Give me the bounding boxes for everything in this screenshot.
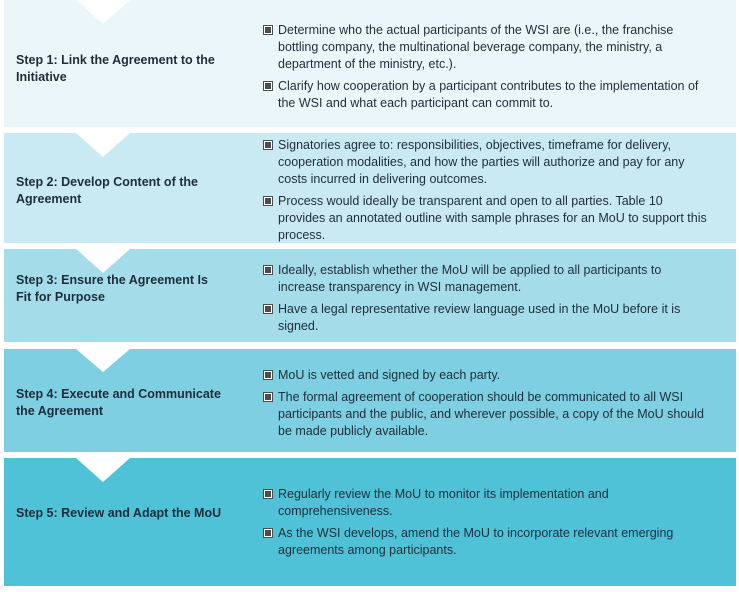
- step-1-title: Step 1: Link the Agreement to the Initia…: [16, 53, 215, 84]
- list-item: Determine who the actual participants of…: [263, 22, 712, 73]
- list-item: Clarify how cooperation by a participant…: [263, 78, 712, 112]
- step-2-title: Step 2: Develop Content of the Agreement: [16, 175, 198, 206]
- step-3-title: Step 3: Ensure the Agreement Is Fit for …: [16, 272, 231, 306]
- list-item: Signatories agree to: responsibilities, …: [263, 137, 712, 188]
- square-bullet-icon: [263, 140, 273, 150]
- list-item: Ideally, establish whether the MoU will …: [263, 262, 712, 296]
- square-bullet-icon: [263, 304, 273, 314]
- square-bullet-icon: [263, 81, 273, 91]
- square-bullet-icon: [263, 528, 273, 538]
- step-4-title: Step 4: Execute and Communicate the Agre…: [16, 387, 221, 418]
- step-2-bullets: Signatories agree to: responsibilities, …: [263, 137, 712, 249]
- list-item: Have a legal representative review langu…: [263, 301, 712, 335]
- list-item: As the WSI develops, amend the MoU to in…: [263, 525, 712, 559]
- step-3-bullets: Ideally, establish whether the MoU will …: [263, 262, 712, 340]
- square-bullet-icon: [263, 370, 273, 380]
- list-item: The formal agreement of cooperation shou…: [263, 389, 712, 440]
- list-item: MoU is vetted and signed by each party.: [263, 367, 712, 384]
- step-5-bullets: Regularly review the MoU to monitor its …: [263, 486, 712, 564]
- list-item: Regularly review the MoU to monitor its …: [263, 486, 712, 520]
- step-1-bullets: Determine who the actual participants of…: [263, 22, 712, 117]
- square-bullet-icon: [263, 265, 273, 275]
- square-bullet-icon: [263, 489, 273, 499]
- square-bullet-icon: [263, 25, 273, 35]
- step-4-bullets: MoU is vetted and signed by each party. …: [263, 367, 712, 445]
- square-bullet-icon: [263, 196, 273, 206]
- step-3-title-line-1: Step 3: Ensure the Agreement Is: [16, 273, 208, 287]
- list-item: Process would ideally be transparent and…: [263, 193, 712, 244]
- step-5-title: Step 5: Review and Adapt the MoU: [16, 506, 222, 520]
- square-bullet-icon: [263, 392, 273, 402]
- step-3-title-line-2: Fit for Purpose: [16, 290, 105, 304]
